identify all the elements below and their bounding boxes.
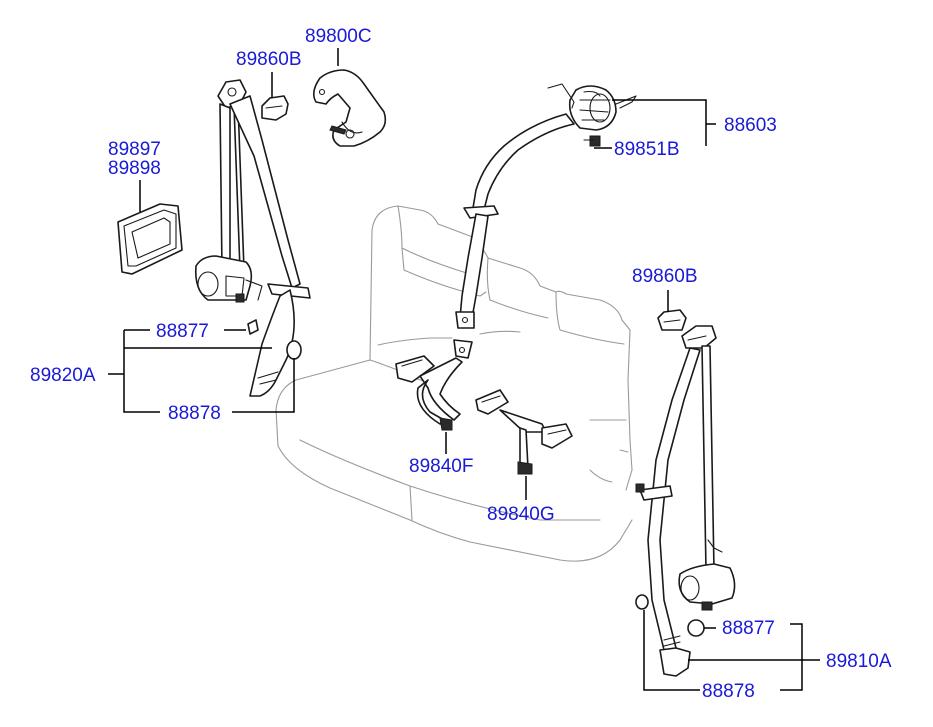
label-89898: 89898: [108, 158, 161, 179]
trim-89897-89898: [117, 203, 183, 275]
label-89810a: 89810A: [826, 651, 892, 672]
label-89840f: 89840F: [409, 456, 473, 477]
cover-89860b-left: [261, 95, 289, 121]
label-89897: 89897: [108, 139, 161, 160]
label-89800c: 89800C: [305, 26, 372, 47]
label-89860b-left: 89860B: [236, 49, 302, 70]
cover-89860b-right: [657, 309, 687, 331]
label-88878-right: 88878: [702, 681, 755, 702]
label-89851b: 89851B: [614, 139, 680, 160]
belt-89820a: [194, 79, 311, 397]
part-labels: 89800C 89860B 89897 89898 88603 89851B 8…: [30, 26, 892, 702]
label-89860b-right: 89860B: [632, 266, 698, 287]
rear-seat-outline: [275, 205, 633, 562]
label-88877-right: 88877: [722, 618, 775, 639]
retractor-88603: [455, 83, 637, 329]
buckle-89840g: [475, 389, 573, 475]
label-88603: 88603: [724, 115, 777, 136]
label-88878-left: 88878: [168, 403, 221, 424]
leader-lines: [108, 48, 820, 691]
buckle-89840f: [395, 339, 473, 431]
bracket-89800c: [312, 69, 387, 147]
belt-89810a: [635, 325, 736, 677]
label-89840g: 89840G: [487, 504, 555, 525]
label-88877-left: 88877: [156, 321, 209, 342]
label-89820a: 89820A: [30, 365, 96, 386]
